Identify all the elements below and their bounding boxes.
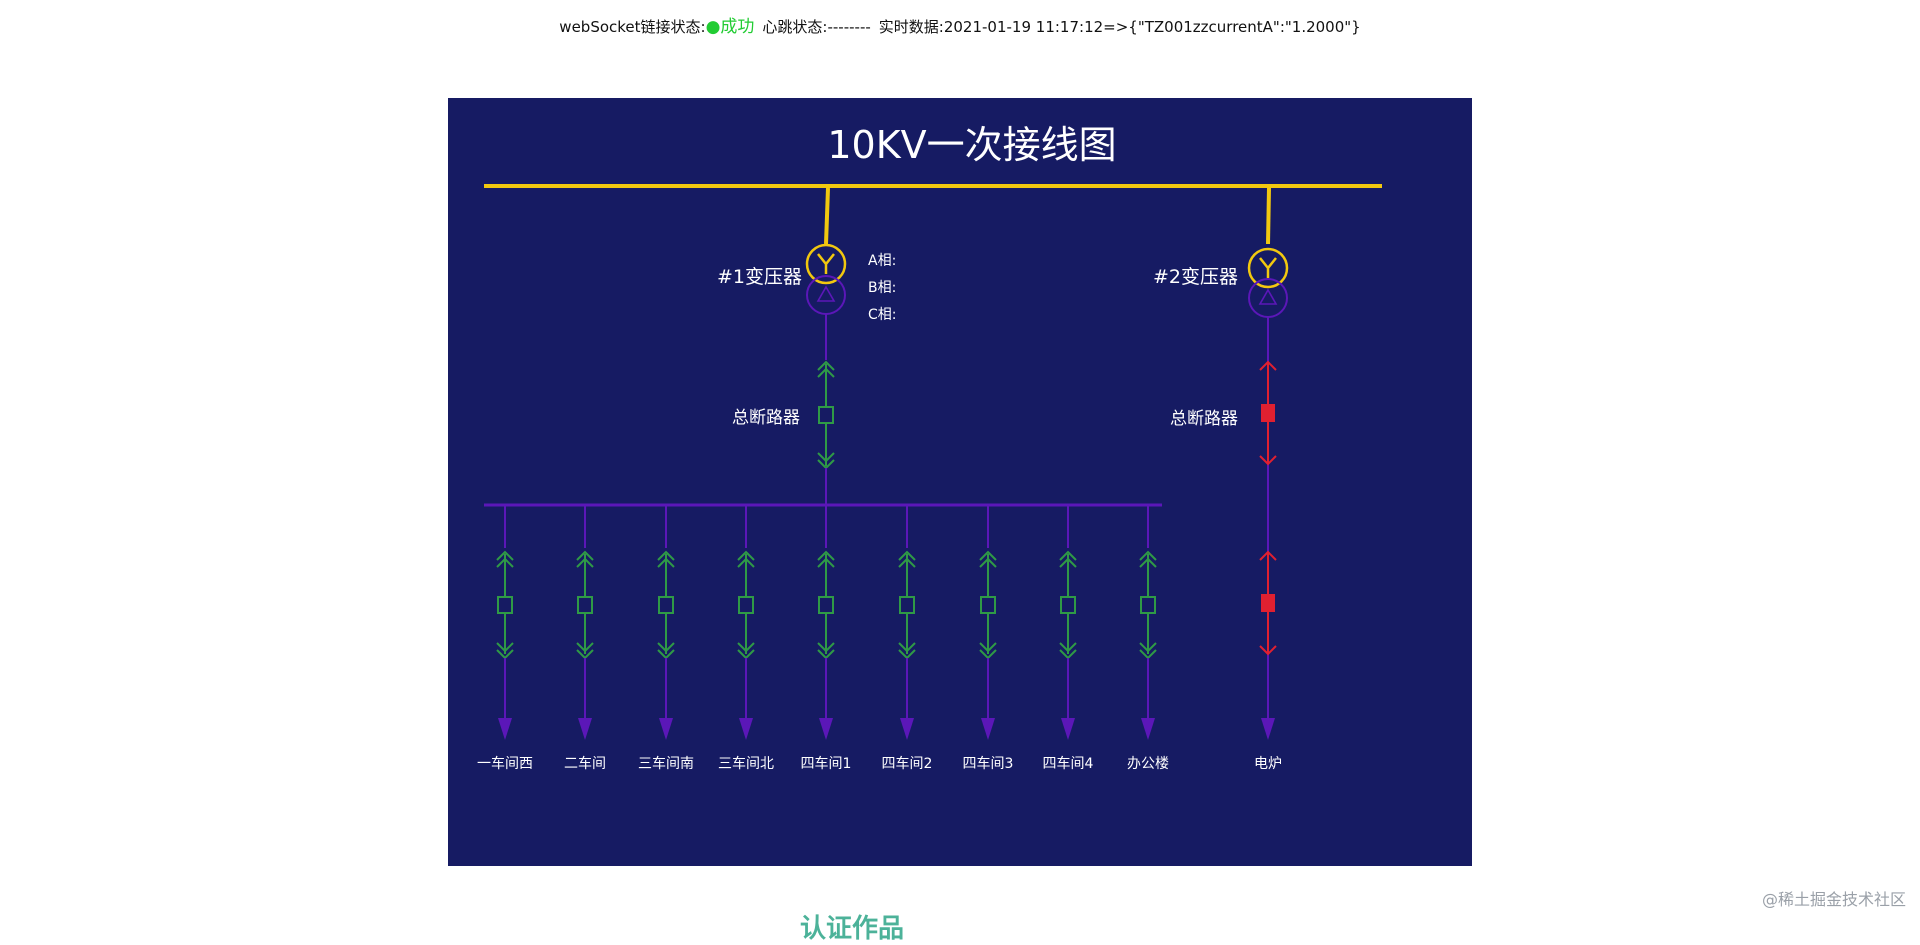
diagram-background	[448, 98, 1472, 866]
feeder-label: 二车间	[564, 755, 606, 772]
status-bar: webSocket链接状态:●成功心跳状态:-------- 实时数据:2021-…	[0, 12, 1920, 37]
transformer2-feed-line	[1266, 187, 1271, 245]
feeder-label: 四车间1	[801, 755, 852, 772]
feeder-branch: 三车间南	[638, 505, 694, 772]
arrow-down-icon	[659, 718, 673, 740]
feeder-breaker[interactable]	[737, 550, 755, 660]
arrow-down-icon	[819, 718, 833, 740]
feeder-label-furnace: 电炉	[1254, 756, 1282, 772]
diagram-title: 10KV一次接线图	[827, 123, 1116, 167]
transformer2-label: #2变压器	[1153, 266, 1238, 288]
feeder-label: 四车间3	[963, 755, 1014, 772]
feeder-group: 一车间西 二车间 三车间南 三车间北 四车间1 四车间2 四车间3 四车间4 办公楼	[477, 505, 1169, 772]
footer-teaser: 认证作品	[800, 914, 905, 944]
arrow-down-icon	[981, 718, 995, 740]
feeder-label: 三车间南	[638, 755, 694, 772]
delta-symbol-icon	[816, 285, 836, 302]
arrow-down-icon	[739, 718, 753, 740]
wye-symbol-icon	[817, 253, 835, 274]
arrow-down-icon	[1061, 718, 1075, 740]
watermark: @稀土掘金技术社区	[1761, 890, 1906, 909]
feeder-breaker[interactable]	[496, 550, 514, 660]
wiring-diagram: 10KV一次接线图 #1变压器 A相: B相: C相: #2变压器 总断路器	[448, 98, 1472, 866]
feeder-branch: 四车间3	[963, 505, 1014, 772]
feeder-label: 办公楼	[1127, 756, 1169, 772]
realtime-data-value: 2021-01-19 11:17:12=>{"TZ001zzcurrentA":…	[943, 18, 1361, 36]
arrow-down-icon	[900, 718, 914, 740]
breaker2-box-icon	[1261, 404, 1275, 422]
feeder-breaker[interactable]	[1059, 550, 1077, 660]
transformer1-wye-winding-icon	[805, 243, 847, 285]
arrow-down-icon	[1141, 718, 1155, 740]
arrow-down-icon	[498, 718, 512, 740]
transformer1-label: #1变压器	[717, 266, 802, 288]
websocket-status-value: 成功	[720, 17, 755, 37]
transformer1-feed-line	[824, 187, 830, 245]
furnace-breaker[interactable]	[1259, 550, 1277, 656]
feeder-breaker[interactable]	[576, 550, 594, 660]
wye-symbol-icon	[1259, 257, 1277, 278]
feeder-label: 三车间北	[718, 755, 774, 772]
main-breaker-2-label: 总断路器	[1170, 409, 1238, 429]
feeder-label: 四车间2	[882, 755, 933, 772]
arrow-down-icon	[578, 718, 592, 740]
realtime-data-label: 实时数据:	[878, 18, 944, 36]
feeder-breaker[interactable]	[898, 550, 916, 660]
feeder-branch: 办公楼	[1127, 505, 1169, 772]
chevron-down-icon	[1259, 455, 1277, 466]
feeder-breaker[interactable]	[657, 550, 675, 660]
phase-b-label: B相:	[868, 280, 896, 296]
feeder-branch: 三车间北	[718, 505, 774, 772]
feeder-branch: 四车间4	[1043, 505, 1094, 772]
feeder-branch: 二车间	[564, 505, 606, 772]
feeder-branch: 一车间西	[477, 505, 533, 772]
feeder-branch: 四车间2	[882, 505, 933, 772]
transformer2-wye-winding-icon	[1247, 247, 1289, 289]
main-breaker-2[interactable]	[1259, 360, 1277, 466]
heartbeat-status: 心跳状态:--------	[762, 18, 871, 36]
status-dot-icon: ●	[705, 17, 721, 37]
arrow-down-icon	[1261, 718, 1275, 740]
phase-c-label: C相:	[868, 307, 897, 323]
delta-symbol-icon	[1258, 288, 1278, 305]
feeder-label: 四车间4	[1043, 755, 1094, 772]
feeder-branch: 四车间1	[801, 505, 852, 772]
main-breaker-1-label: 总断路器	[732, 408, 800, 428]
feeder-label: 一车间西	[477, 755, 533, 772]
phase-a-label: A相:	[868, 253, 896, 269]
chevron-down-icon	[1259, 645, 1277, 656]
websocket-status-label: webSocket链接状态:	[559, 18, 706, 36]
feeder-breaker[interactable]	[1139, 550, 1157, 660]
furnace-breaker-box-icon	[1261, 594, 1275, 612]
